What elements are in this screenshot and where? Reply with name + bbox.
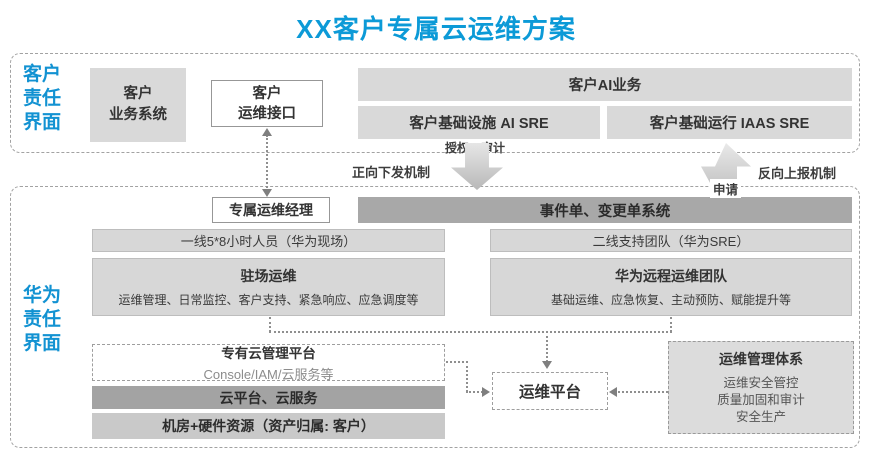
private-cloud-platform-title: 专有云管理平台 [221, 346, 316, 361]
customer-panel-label-line2: 责任 [23, 88, 62, 109]
huawei-panel-label-line1: 华为 [23, 285, 62, 306]
line1-team-box: 一线5*8小时人员（华为现场） [92, 229, 445, 252]
cloud-platform-services-box: 云平台、云服务 [92, 386, 445, 409]
customer-business-system-line1: 客户 [123, 86, 153, 102]
customer-om-interface-box: 客户 运维接口 [211, 80, 323, 127]
om-framework-line3: 安全生产 [735, 410, 786, 424]
remote-om-team-detail: 基础运维、应急恢复、主动预防、赋能提升等 [550, 293, 791, 307]
platform-arrowhead-left-icon [609, 387, 617, 397]
huawei-panel-label: 华为 责任 界面 [23, 284, 83, 356]
customer-infra-ai-sre-box: 客户基础设施 AI SRE [358, 106, 600, 139]
customer-base-iaas-sre-box: 客户基础运行 IAAS SRE [607, 106, 852, 139]
customer-responsibility-panel [10, 53, 860, 153]
page-title: XX客户专属云运维方案 [296, 14, 576, 44]
interface-manager-connector-line [266, 135, 268, 191]
framework-connector-h [618, 391, 668, 393]
privatecloud-connector-v [466, 361, 468, 392]
customer-ai-business-box: 客户AI业务 [358, 68, 852, 101]
onsite-om-box: 驻场运维 运维管理、日常监控、客户支持、紧急响应、应急调度等 [92, 258, 445, 316]
om-framework-line1: 运维安全管控 [723, 376, 799, 390]
customer-panel-label-line1: 客户 [23, 64, 62, 85]
platform-arrowhead-down-icon [542, 361, 552, 369]
line2-team-box: 二线支持团队（华为SRE） [490, 229, 852, 252]
private-cloud-platform-detail: Console/IAM/云服务等 [203, 367, 334, 382]
om-platform-box: 运维平台 [492, 372, 608, 410]
forward-mechanism-label: 正向下发机制 [352, 165, 431, 180]
connector-arrowhead-up-icon [262, 128, 272, 136]
customer-business-system-line2: 业务系统 [109, 107, 167, 123]
onsite-om-detail: 运维管理、日常监控、客户支持、紧急响应、应急调度等 [118, 293, 419, 307]
huawei-responsibility-panel [10, 186, 860, 448]
om-framework-line2: 质量加固和审计 [717, 393, 805, 407]
privatecloud-connector-h1 [446, 361, 468, 363]
onsite-to-rail-connector [269, 317, 271, 332]
customer-panel-label: 客户 责任 界面 [23, 63, 83, 135]
dedicated-om-manager-box: 专属运维经理 [212, 197, 330, 223]
customer-panel-label-line3: 界面 [23, 112, 62, 133]
connector-arrowhead-down-icon [262, 189, 272, 197]
remote-om-team-title: 华为远程运维团队 [615, 268, 727, 284]
private-cloud-platform-box: 专有云管理平台 Console/IAM/云服务等 [92, 344, 445, 382]
datacenter-hardware-box: 机房+硬件资源（资产归属: 客户） [92, 413, 445, 439]
privatecloud-connector-h2 [466, 391, 483, 393]
huawei-panel-label-line2: 责任 [23, 309, 62, 330]
rail-to-platform-connector [546, 331, 548, 362]
apply-label: 申请 [710, 179, 742, 198]
teams-rail-connector [269, 331, 672, 333]
customer-om-interface-line1: 客户 [252, 85, 282, 102]
reverse-mechanism-label: 反向上报机制 [758, 166, 837, 181]
customer-om-interface-line2: 运维接口 [238, 105, 296, 122]
remote-to-rail-connector [670, 317, 672, 332]
customer-business-system-box: 客户 业务系统 [90, 68, 186, 142]
om-framework-box: 运维管理体系 运维安全管控 质量加固和审计 安全生产 [668, 341, 854, 434]
om-framework-title: 运维管理体系 [719, 351, 803, 367]
platform-arrowhead-right-icon [482, 387, 490, 397]
remote-om-team-box: 华为远程运维团队 基础运维、应急恢复、主动预防、赋能提升等 [490, 258, 852, 316]
huawei-panel-label-line3: 界面 [23, 333, 62, 354]
ticket-change-system-box: 事件单、变更单系统 [358, 197, 852, 223]
onsite-om-title: 驻场运维 [240, 268, 297, 284]
